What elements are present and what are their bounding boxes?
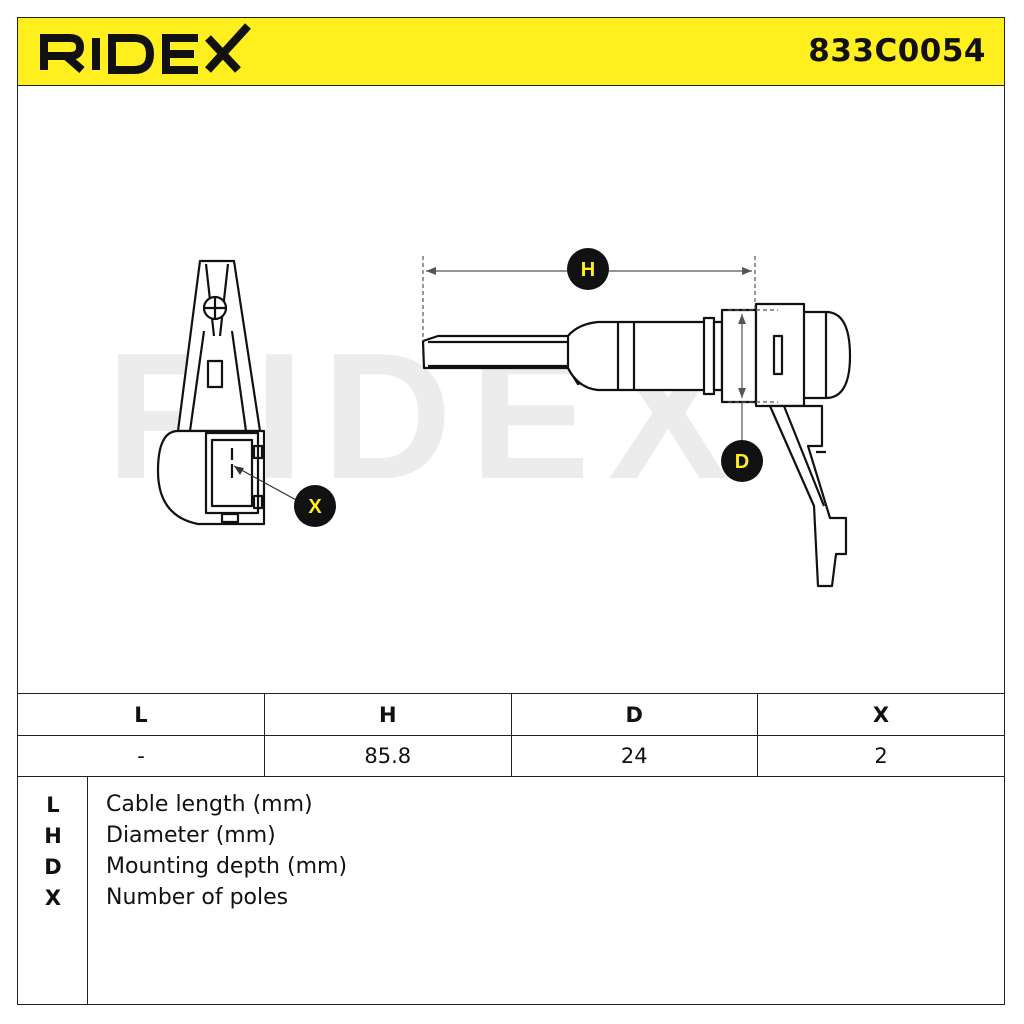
legend-text-l: Cable length (mm) [106,792,313,817]
value-l: - [18,735,265,777]
legend-key-h: H [44,824,62,848]
legend-key-d: D [44,855,62,879]
spec-table-header: L H D X [18,693,1004,736]
spec-table: L H D X - 85.8 24 2 [18,693,1004,777]
column-header-l: L [18,693,265,736]
legend-key-x: X [44,886,62,910]
spec-table-values: - 85.8 24 2 [18,735,1004,777]
value-h: 85.8 [264,735,512,777]
technical-drawing: RIDEX [18,86,1004,693]
svg-text:D: D [735,451,749,473]
legend-text-h: Diameter (mm) [106,823,276,848]
sensor-side-view [156,259,266,526]
sensor-drawing: RIDEX [106,248,852,588]
part-number: 833C0054 [808,33,986,69]
value-d: 24 [510,735,758,777]
svg-text:X: X [308,496,322,518]
legend: L H D X Cable length (mm) Diameter (mm) … [18,776,1004,1004]
callout-h: H [567,248,609,290]
legend-key-l: L [46,793,60,817]
value-x: 2 [757,735,1004,777]
column-header-x: X [757,693,1004,736]
legend-keys-column: L H D X [18,776,88,1004]
svg-text:H: H [581,259,595,281]
header-bar: 833C0054 [18,18,1004,86]
legend-text-x: Number of poles [106,885,289,910]
datasheet: 833C0054 RIDEX [17,17,1005,1005]
column-header-d: D [510,693,758,736]
callout-x: X [233,465,336,527]
callout-d: D [721,440,763,482]
sensor-front-view [421,302,852,588]
legend-text-d: Mounting depth (mm) [106,854,348,879]
column-header-h: H [264,693,512,736]
ridex-logo [40,23,251,74]
